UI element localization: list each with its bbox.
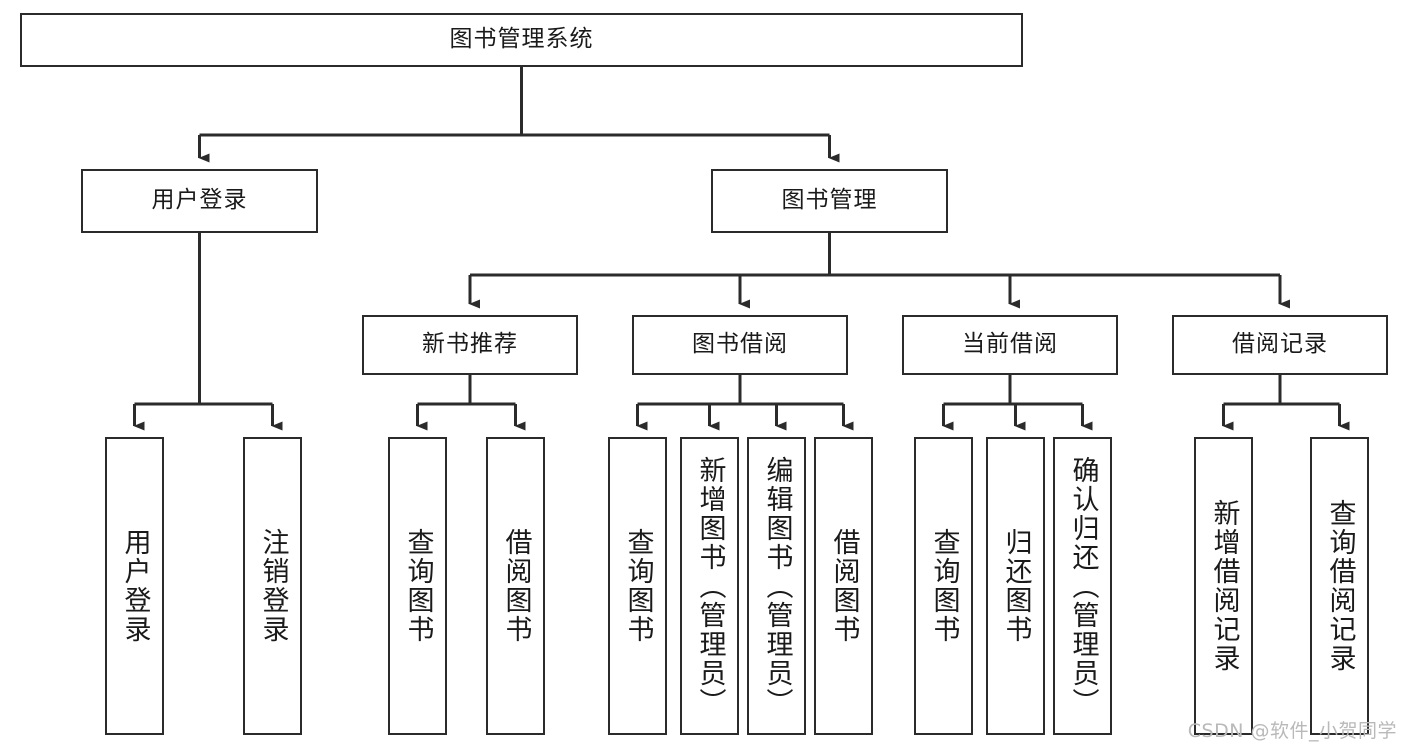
- node-leaf-user-login[interactable]: 用户登录: [105, 437, 164, 735]
- node-label: 借阅图书: [500, 528, 532, 644]
- node-leaf-bb-query-book[interactable]: 查询图书: [608, 437, 667, 735]
- node-user-login[interactable]: 用户登录: [81, 169, 318, 233]
- node-label: 查询图书: [402, 528, 434, 644]
- node-borrow-record[interactable]: 借阅记录: [1172, 315, 1388, 375]
- node-label: 借阅图书: [828, 528, 860, 644]
- node-label: 当前借阅: [962, 331, 1058, 358]
- node-leaf-cb-query-book[interactable]: 查询图书: [914, 437, 973, 735]
- node-leaf-bb-borrow-book[interactable]: 借阅图书: [814, 437, 873, 735]
- node-leaf-br-add-record[interactable]: 新增借阅记录: [1194, 437, 1253, 735]
- node-label: 借阅记录: [1232, 331, 1328, 358]
- node-label: 新增借阅记录: [1208, 499, 1240, 673]
- node-label: 图书管理: [781, 187, 878, 214]
- node-root[interactable]: 图书管理系统: [20, 13, 1023, 67]
- node-label: 图书管理系统: [449, 26, 594, 53]
- node-label: 注销登录: [257, 528, 289, 644]
- node-label: 图书借阅: [692, 331, 788, 358]
- node-leaf-cb-confirm-return[interactable]: 确认归还（管理员）: [1053, 437, 1112, 735]
- node-label: 归还图书: [1000, 528, 1032, 644]
- node-label: 确认归还（管理员）: [1067, 455, 1099, 717]
- node-label: 查询借阅记录: [1324, 499, 1356, 673]
- node-label: 查询图书: [622, 528, 654, 644]
- node-new-book-recommend[interactable]: 新书推荐: [362, 315, 578, 375]
- node-book-manage[interactable]: 图书管理: [711, 169, 948, 233]
- node-label: 查询图书: [928, 528, 960, 644]
- node-label: 新增图书（管理员）: [694, 455, 726, 717]
- node-leaf-bb-edit-book[interactable]: 编辑图书（管理员）: [747, 437, 806, 735]
- watermark: CSDN @软件_小贺同学: [1187, 720, 1397, 742]
- node-label: 新书推荐: [422, 331, 518, 358]
- node-leaf-user-logout[interactable]: 注销登录: [243, 437, 302, 735]
- node-label: 用户登录: [119, 528, 151, 644]
- node-current-borrow[interactable]: 当前借阅: [902, 315, 1118, 375]
- node-leaf-rec-borrow-book[interactable]: 借阅图书: [486, 437, 545, 735]
- node-leaf-br-query-record[interactable]: 查询借阅记录: [1310, 437, 1369, 735]
- node-leaf-rec-query-book[interactable]: 查询图书: [388, 437, 447, 735]
- node-book-borrow[interactable]: 图书借阅: [632, 315, 848, 375]
- node-leaf-bb-add-book[interactable]: 新增图书（管理员）: [680, 437, 739, 735]
- node-leaf-cb-return-book[interactable]: 归还图书: [986, 437, 1045, 735]
- node-label: 编辑图书（管理员）: [761, 455, 793, 717]
- node-label: 用户登录: [151, 187, 248, 214]
